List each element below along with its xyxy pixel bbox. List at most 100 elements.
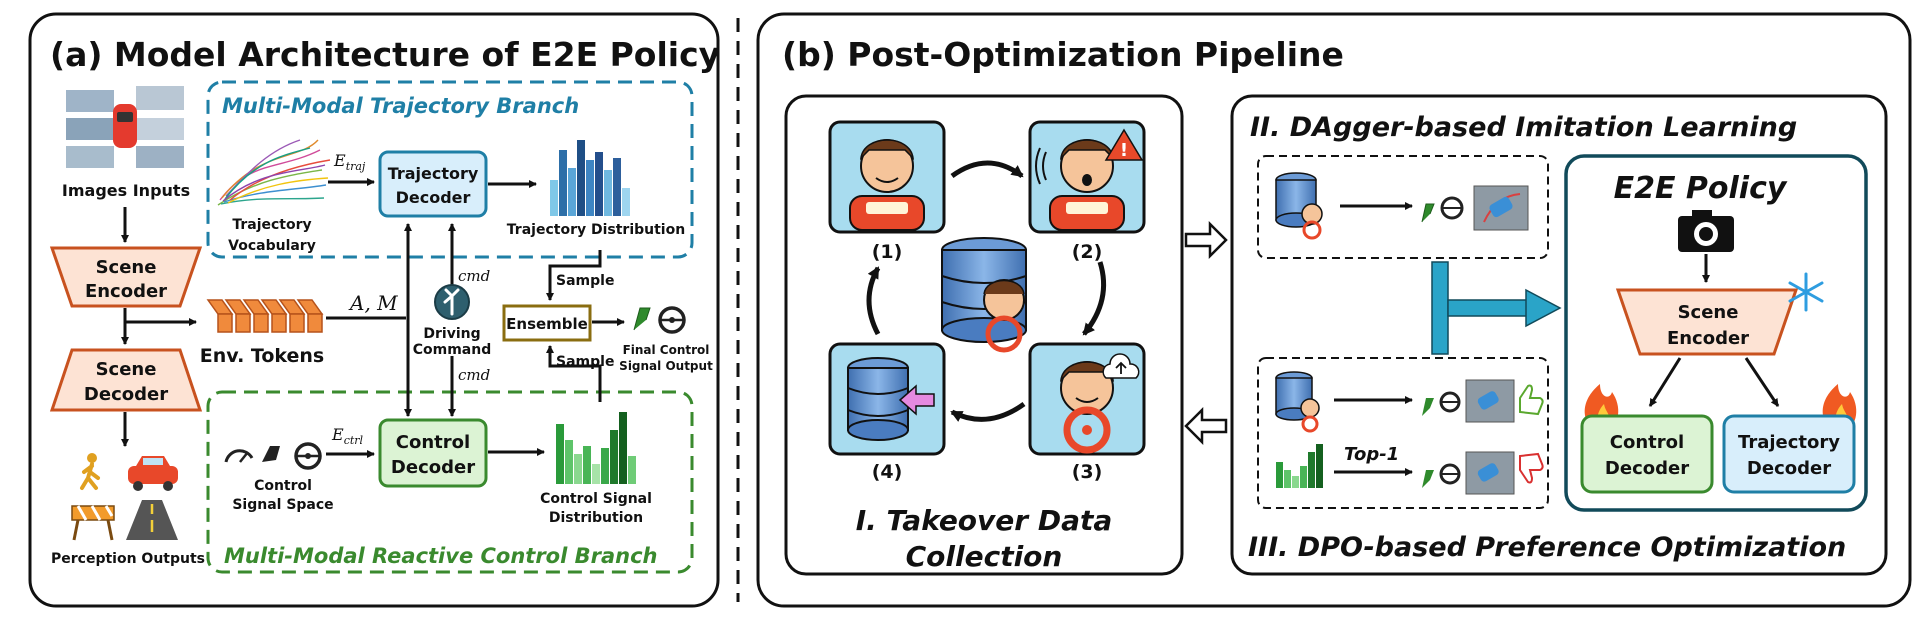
loop-arrow-1-to-2 [950,160,1024,179]
teal-merge-arrow [1431,261,1562,355]
loop-arrow-4-to-1 [866,266,881,336]
policy-trajectory-decoder-label-1: Trajectory [1738,432,1840,453]
policy-control-decoder-label-2: Decoder [1605,458,1689,479]
arrow-traj-dist-to-ensemble [546,250,602,301]
policy-scene-encoder-label-1: Scene [1678,302,1739,323]
trajectory-distribution-label: Trajectory Distribution [507,222,685,238]
center-database-icon [941,237,1027,353]
driver-tile-3 [1028,342,1146,456]
dpo-title: III. DPO-based Preference Optimization [1248,532,1846,563]
control-branch-title: Multi-Modal Reactive Control Branch [224,544,658,568]
takeover-title-1: I. Takeover Data [856,504,1113,537]
panel-a-frame [28,12,720,608]
control-decoder-block [378,418,488,488]
takeover-title-2: Collection [906,540,1063,573]
control-space-label-2: Signal Space [232,497,333,513]
scene-encoder-label-1: Scene [96,257,157,278]
arrow-encoder-to-trajectory [1744,357,1780,407]
images-inputs-icon [66,86,184,168]
driver-tile-2: ! [1028,120,1146,234]
pedestrian-icon [80,453,100,490]
policy-trajectory-decoder-block [1722,414,1856,494]
e2e-policy-title: E2E Policy [1614,171,1788,206]
arrow-ctrl-dist-to-ensemble [546,345,602,402]
policy-control-decoder-label-1: Control [1610,432,1684,453]
sample-label-upper: Sample [556,273,614,289]
trajectory-decoder-label-2: Decoder [396,188,471,207]
control-decoder-label-1: Control [396,432,470,453]
policy-trajectory-decoder-label-2: Decoder [1747,458,1831,479]
loop-arrow-2-to-3 [1082,261,1107,336]
env-tokens-icon [206,299,324,333]
cmd-label-upper: cmd [458,267,490,285]
policy-scene-encoder-label-2: Encoder [1667,328,1749,349]
final-output-label-2: Signal Output [619,359,713,373]
perception-outputs-label: Perception Outputs [51,551,205,567]
hollow-arrow-left [1184,406,1228,446]
snowflake-icon [1788,272,1824,312]
control-branch-box [206,390,694,574]
control-distribution-label-1: Control Signal [540,491,652,507]
dagger-control-icons [1421,185,1529,231]
svg-text:!: ! [1120,140,1128,161]
road-icon [126,500,178,540]
trajectory-vocabulary-label-2: Vocabulary [228,238,316,254]
cmd-label-lower: cmd [458,366,490,384]
trajectory-decoder-block [378,150,488,218]
dagger-title: II. DAgger-based Imitation Learning [1250,112,1797,143]
control-space-label-1: Control [254,478,312,494]
env-tokens-label: Env. Tokens [200,345,325,367]
loop-label-1: (1) [872,241,903,263]
top1-label: Top-1 [1344,444,1399,465]
loop-label-3: (3) [1072,461,1103,483]
roadblock-icon [71,505,115,541]
driving-command-label-1: Driving [423,326,480,342]
dpo-positive-icons [1422,379,1544,423]
dpo-database-icon [1275,371,1320,433]
ensemble-block [502,304,592,342]
scene-encoder-block [49,246,203,308]
driving-command-icon [434,284,470,320]
dagger-sub-box [1257,155,1549,259]
camera-icon [1678,210,1734,252]
e2e-policy-box [1564,154,1868,512]
a-m-label: A, M [348,291,398,315]
dagger-database-icon [1275,172,1323,240]
policy-scene-encoder-block [1615,288,1799,356]
control-signal-space-icon [224,442,322,470]
sample-label-lower: Sample [556,354,614,370]
loop-arrow-3-to-4 [950,401,1026,422]
trajectory-vocabulary-icon [217,139,331,206]
trajectory-branch-box [206,80,694,259]
trajectory-branch-title: Multi-Modal Trajectory Branch [222,94,579,118]
policy-control-decoder-block [1580,414,1714,494]
control-distribution-label-2: Distribution [549,510,643,526]
final-control-icon [633,306,686,334]
arrow-encoder-to-control [1648,357,1682,407]
car-icon [128,456,178,491]
trajectory-decoder-label-1: Trajectory [388,164,479,183]
scene-encoder-label-2: Encoder [85,281,167,302]
dpo-sub-box [1257,357,1549,509]
dpo-bars-icon [1276,444,1323,488]
dpo-negative-icons [1422,451,1544,495]
driver-tile-1 [828,120,946,234]
scene-decoder-block [49,348,203,412]
scene-decoder-label-1: Scene [96,359,157,380]
trajectory-distribution-icon [550,140,630,216]
images-inputs-label: Images Inputs [62,181,190,200]
control-distribution-icon [556,412,636,484]
driving-command-label-2: Command [413,342,492,358]
panel-b-frame [756,12,1912,608]
e-traj-label: Etraj [333,151,366,173]
panel-a-title: (a) Model Architecture of E2E Policy [50,35,720,74]
e-ctrl-label: Ectrl [331,425,364,447]
hollow-arrow-right [1184,220,1228,260]
final-output-label-1: Final Control [623,343,710,357]
database-tile-4 [828,342,946,456]
ensemble-label: Ensemble [506,315,588,333]
loop-label-4: (4) [872,461,903,483]
takeover-box [784,94,1184,576]
